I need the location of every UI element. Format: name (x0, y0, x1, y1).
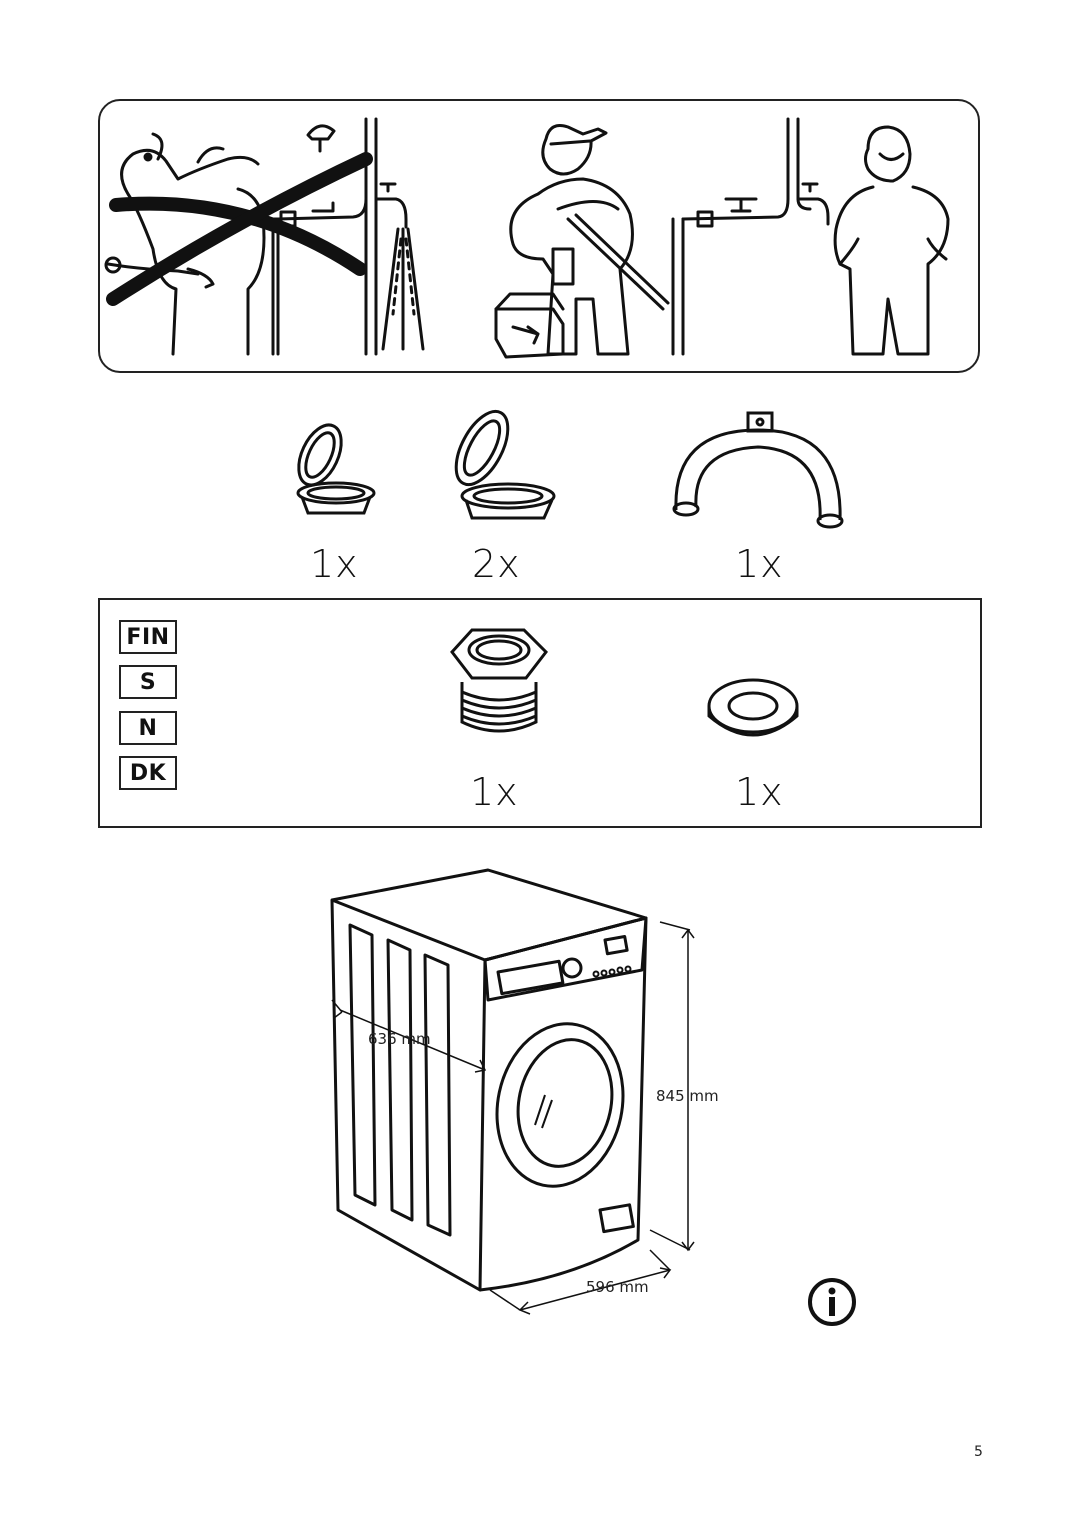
lang-badge-fin: FIN (119, 620, 177, 654)
plumber-icon (494, 117, 830, 359)
threaded-nut-icon (450, 628, 548, 733)
lang-badge-n: N (119, 711, 177, 745)
page-number: 5 (974, 1444, 983, 1460)
cross-out-icon (106, 152, 373, 306)
washing-machine-icon (330, 868, 648, 1292)
lang-badge-s: S (119, 665, 177, 699)
dimension-width-label: 596 mm (586, 1278, 649, 1296)
instruction-panel-plumbing (98, 99, 980, 373)
ring-double-icon (454, 409, 556, 520)
hose-guide-icon (672, 411, 844, 529)
happy-person-icon (833, 125, 950, 356)
washer-icon (707, 678, 799, 737)
dimension-height-label: 845 mm (656, 1087, 719, 1105)
quantity-nut: 1x (470, 770, 519, 814)
quantity-washer: 1x (735, 770, 784, 814)
plumbing-illustration (104, 117, 950, 359)
quantity-ring-small: 1x (310, 542, 359, 586)
quantity-hose-guide: 1x (735, 542, 784, 586)
man-with-wrench-icon (104, 117, 425, 356)
lang-badge-dk: DK (119, 756, 177, 790)
quantity-ring-double: 2x (472, 542, 521, 586)
dimension-lines (331, 921, 695, 1315)
ring-small-icon (296, 423, 376, 515)
dimension-depth-label: 636 mm (368, 1030, 431, 1048)
country-specific-parts-panel (98, 598, 982, 828)
info-icon (808, 1278, 856, 1326)
